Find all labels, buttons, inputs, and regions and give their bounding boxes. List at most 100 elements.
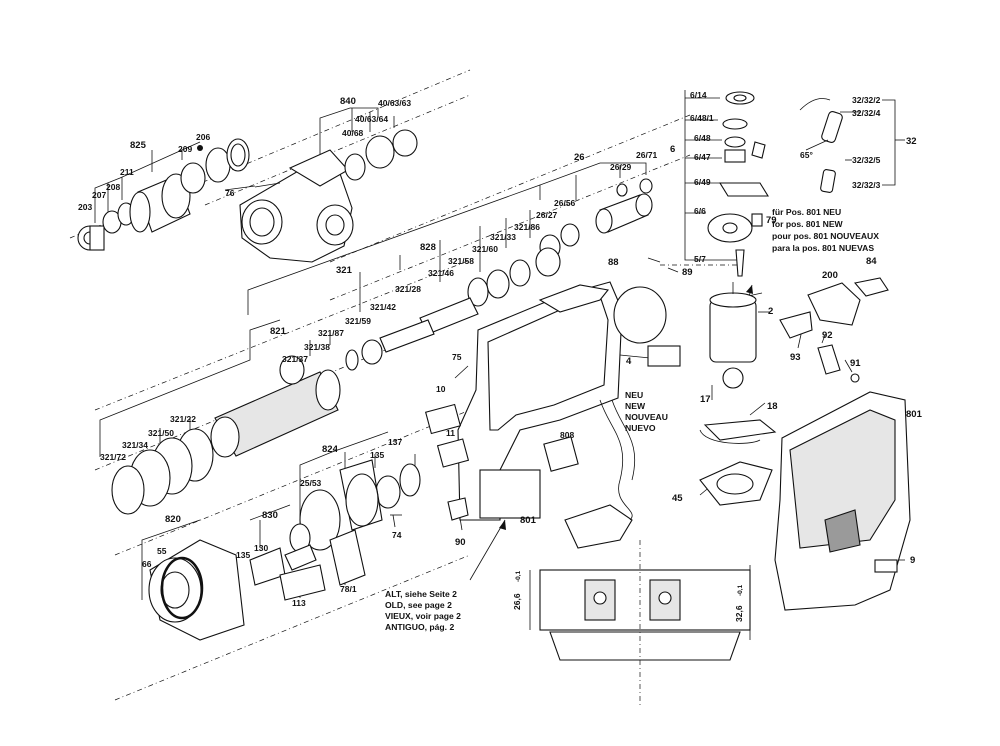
part-housing-801-new: [774, 391, 911, 611]
svg-text:26: 26: [574, 152, 585, 163]
note-new-for-801: für Pos. 801 NEU for pos. 801 NEW pour p…: [772, 207, 879, 253]
svg-text:NEW: NEW: [625, 401, 646, 411]
svg-text:11: 11: [446, 428, 455, 438]
svg-text:4: 4: [626, 356, 632, 367]
svg-text:6/48/1: 6/48/1: [690, 113, 714, 123]
svg-text:91: 91: [850, 358, 861, 369]
svg-text:130: 130: [254, 543, 268, 553]
svg-text:40/63/64: 40/63/64: [355, 114, 388, 124]
svg-text:NOUVEAU: NOUVEAU: [625, 412, 668, 422]
svg-text:NEU: NEU: [625, 390, 643, 400]
part-group-820: [148, 539, 326, 641]
svg-text:ALT, siehe Seite 2: ALT, siehe Seite 2: [385, 589, 457, 599]
svg-text:79: 79: [766, 215, 777, 226]
svg-text:32/32/5: 32/32/5: [852, 155, 881, 165]
svg-text:76: 76: [225, 188, 235, 198]
svg-text:32/32/4: 32/32/4: [852, 108, 881, 118]
svg-text:321/34: 321/34: [122, 440, 148, 450]
svg-text:6/14: 6/14: [690, 90, 707, 100]
svg-text:32: 32: [906, 136, 917, 147]
svg-text:18: 18: [767, 401, 778, 412]
svg-text:801: 801: [520, 515, 537, 526]
part-group-840: [239, 129, 418, 263]
part-motor-2: [709, 282, 757, 389]
svg-text:26/71: 26/71: [636, 150, 658, 160]
svg-text:321/60: 321/60: [472, 244, 498, 254]
svg-text:840: 840: [340, 96, 356, 107]
leader-lines: [94, 90, 905, 600]
svg-text:74: 74: [392, 530, 402, 540]
svg-text:321/87: 321/87: [318, 328, 344, 338]
note-new-word: NEU NEW NOUVEAU NUEVO: [625, 390, 668, 433]
svg-text:830: 830: [262, 510, 278, 521]
svg-text:-0,1: -0,1: [515, 570, 522, 582]
svg-text:203: 203: [78, 202, 92, 212]
svg-text:NUEVO: NUEVO: [625, 423, 656, 433]
svg-text:6/6: 6/6: [694, 206, 706, 216]
svg-text:89: 89: [682, 267, 693, 278]
svg-text:6/49: 6/49: [694, 177, 711, 187]
svg-text:32/32/2: 32/32/2: [852, 95, 881, 105]
part-labels: 825 840 206 209 211 208 207 203 76 40/63…: [78, 90, 923, 622]
svg-text:206: 206: [196, 132, 210, 142]
svg-text:321/37: 321/37: [282, 354, 308, 364]
svg-text:para la pos. 801 NUEVAS: para la pos. 801 NUEVAS: [772, 243, 874, 253]
svg-text:-0,1: -0,1: [737, 584, 744, 596]
svg-text:208: 208: [106, 182, 120, 192]
part-group-824: [289, 459, 421, 586]
svg-text:135: 135: [370, 450, 384, 460]
svg-text:211: 211: [120, 167, 134, 177]
svg-text:88: 88: [608, 257, 619, 268]
svg-text:32,6: 32,6: [734, 605, 744, 622]
svg-text:137: 137: [388, 437, 402, 447]
svg-text:65°: 65°: [800, 150, 813, 160]
svg-text:25/53: 25/53: [300, 478, 322, 488]
svg-text:207: 207: [92, 190, 106, 200]
svg-text:821: 821: [270, 326, 287, 337]
svg-text:75: 75: [452, 352, 462, 362]
svg-text:808: 808: [560, 430, 574, 440]
svg-text:200: 200: [822, 270, 838, 281]
svg-text:321/33: 321/33: [490, 232, 516, 242]
part-group-32: [779, 98, 889, 383]
svg-text:VIEUX, voir page 2: VIEUX, voir page 2: [385, 611, 461, 621]
part-group-6: [707, 91, 769, 277]
part-group-321: [111, 247, 561, 515]
part-housing-801: [424, 281, 681, 549]
svg-text:90: 90: [455, 537, 466, 548]
svg-text:5/7: 5/7: [694, 254, 706, 264]
svg-text:321/86: 321/86: [514, 222, 540, 232]
svg-text:45: 45: [672, 493, 683, 504]
svg-text:66: 66: [142, 559, 152, 569]
svg-text:209: 209: [178, 144, 192, 154]
svg-text:6/47: 6/47: [694, 152, 711, 162]
svg-text:26/27: 26/27: [536, 210, 558, 220]
svg-text:für Pos. 801 NEU: für Pos. 801 NEU: [772, 207, 841, 217]
svg-text:93: 93: [790, 352, 801, 363]
svg-text:828: 828: [420, 242, 436, 253]
svg-text:321/42: 321/42: [370, 302, 396, 312]
svg-text:321/28: 321/28: [395, 284, 421, 294]
svg-text:26/56: 26/56: [554, 198, 576, 208]
svg-text:26,6: 26,6: [512, 593, 522, 610]
svg-text:6/48: 6/48: [694, 133, 711, 143]
svg-text:321/58: 321/58: [448, 256, 474, 266]
part-group-17-18-45: [699, 419, 777, 506]
svg-text:OLD, see page 2: OLD, see page 2: [385, 600, 452, 610]
svg-text:32/32/3: 32/32/3: [852, 180, 881, 190]
svg-text:78/1: 78/1: [340, 584, 357, 594]
svg-text:10: 10: [436, 384, 446, 394]
svg-text:321/22: 321/22: [170, 414, 196, 424]
svg-text:321/59: 321/59: [345, 316, 371, 326]
svg-text:321/72: 321/72: [100, 452, 126, 462]
svg-text:84: 84: [866, 256, 877, 267]
svg-text:321: 321: [336, 265, 353, 276]
svg-text:40/63/63: 40/63/63: [378, 98, 411, 108]
svg-text:6: 6: [670, 144, 675, 155]
svg-text:113: 113: [292, 598, 306, 608]
svg-text:824: 824: [322, 444, 339, 455]
svg-text:321/50: 321/50: [148, 428, 174, 438]
svg-text:135: 135: [236, 550, 250, 560]
